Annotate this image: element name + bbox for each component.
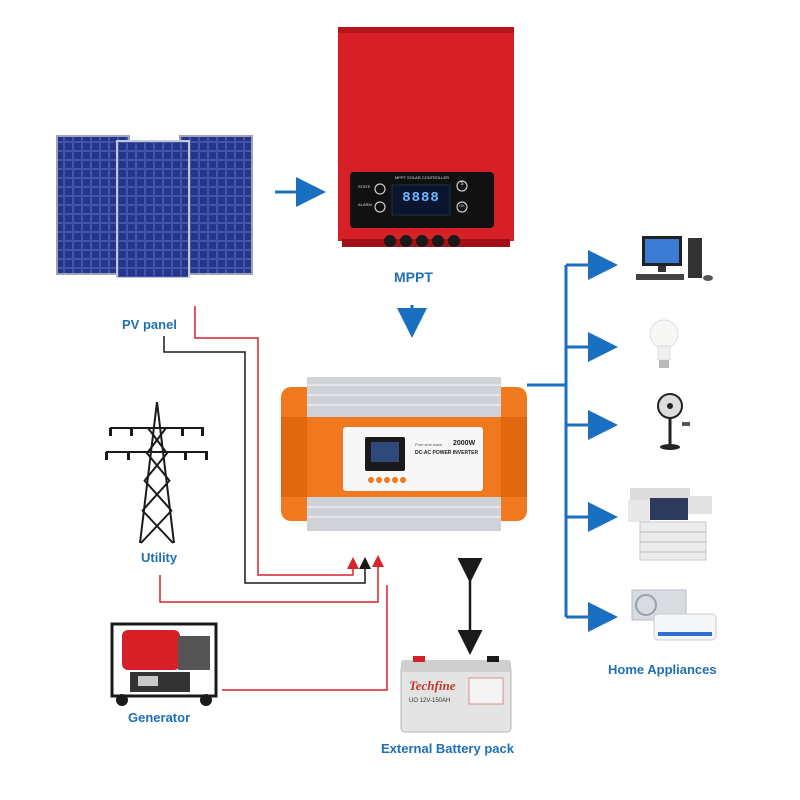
- air-conditioner-icon: [631, 589, 717, 641]
- inverter-power: 2000W: [453, 440, 476, 447]
- mppt-title: MPPT SOLAR CONTROLLER: [394, 175, 450, 180]
- pv-red-wire: [194, 306, 359, 576]
- generator-label: Generator: [128, 710, 191, 725]
- battery-spec: UO 12V-150AH: [409, 698, 451, 704]
- generator-red-wire: [222, 585, 388, 691]
- inverter-brand: Pure sine wave: [415, 442, 443, 447]
- utility-label: Utility: [141, 550, 178, 565]
- printer-icon: [628, 488, 712, 561]
- mppt-right-bottom: OK: [459, 203, 465, 208]
- inverter-model: DC-AC POWER INVERTER: [415, 450, 479, 456]
- battery-icon: Techfine UO 12V-150AH: [399, 656, 513, 734]
- mppt-right-top: $: [460, 181, 464, 187]
- battery-body: [400, 656, 512, 733]
- inverter-body: [281, 377, 527, 531]
- fan-icon: [657, 393, 690, 450]
- transmission-tower-icon: [105, 401, 208, 544]
- computer-icon: [636, 236, 713, 281]
- mppt-body: [338, 27, 514, 247]
- mppt-state-label: STATE: [358, 184, 371, 189]
- mppt-label: MPPT: [394, 269, 433, 285]
- solar-panel-icon: [56, 135, 253, 278]
- mppt-alarm-label: ALARM: [358, 202, 372, 207]
- mppt-controller: MPPT SOLAR CONTROLLER STATE ALARM 8888 $…: [338, 27, 514, 249]
- pv-panel-label: PV panel: [122, 317, 177, 332]
- pv-black-wire: [163, 336, 371, 584]
- light-bulb-icon: [649, 319, 679, 368]
- appliance-bus: [527, 250, 618, 632]
- generator-icon: [110, 622, 218, 706]
- utility-red-wire: [159, 555, 384, 603]
- mppt-display: 8888: [402, 190, 440, 206]
- battery-brand: Techfine: [409, 678, 456, 693]
- battery-label: External Battery pack: [381, 741, 514, 756]
- inverter: Pure sine wave 2000W DC-AC POWER INVERTE…: [281, 377, 527, 531]
- home-appliances-label: Home Appliances: [608, 662, 717, 677]
